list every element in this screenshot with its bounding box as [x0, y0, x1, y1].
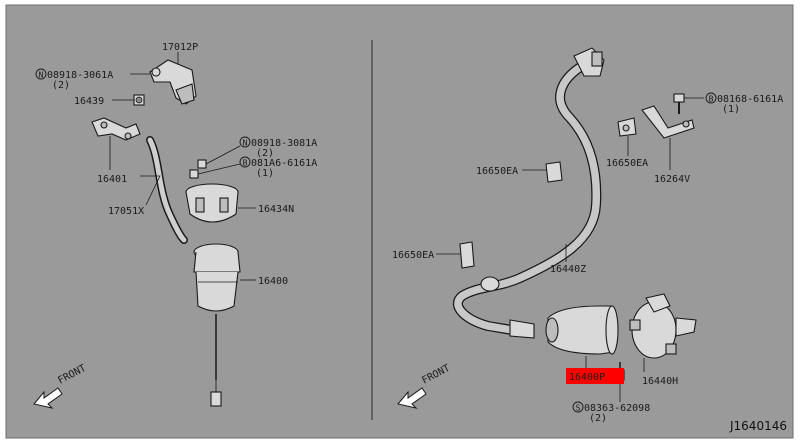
label-08918-3081A-qty: (2) — [256, 148, 274, 159]
label-08918-3061A: 08918-3061A — [47, 70, 113, 81]
label-16650EA-upper: 16650EA — [606, 158, 648, 169]
svg-text:B: B — [709, 95, 714, 104]
label-08168-6161A-qty: (1) — [722, 104, 740, 115]
front-arrow-right-icon — [397, 387, 427, 409]
part-16264V-bracket — [641, 105, 695, 139]
label-08918-3061A-qty: (2) — [52, 80, 70, 91]
label-081A6-6161A-qty: (1) — [256, 168, 274, 179]
bolt-08918-3081A — [197, 145, 241, 169]
label-16439: 16439 — [74, 96, 104, 107]
left-panel: 17012P N 08918-3061A (2) 16439 N 08918-3… — [33, 42, 317, 409]
symbol-b-2: B — [705, 92, 717, 104]
part-16400-fuel-filter — [193, 243, 241, 407]
label-16440H: 16440H — [642, 376, 678, 387]
label-17051X: 17051X — [108, 206, 144, 217]
label-16440Z: 16440Z — [550, 264, 586, 275]
label-16650EA-lower: 16650EA — [392, 250, 434, 261]
svg-text:B: B — [243, 159, 248, 168]
connector-top — [573, 47, 605, 77]
symbol-n-2: N — [239, 136, 251, 148]
svg-text:N: N — [243, 139, 248, 148]
label-16650EA-mid: 16650EA — [476, 166, 518, 177]
diagram-code: J1640146 — [729, 419, 787, 433]
label-17012P: 17012P — [162, 42, 198, 53]
label-16400: 16400 — [258, 276, 288, 287]
label-16434N: 16434N — [258, 204, 294, 215]
bolt-081A6-6161A — [189, 163, 241, 179]
symbol-b-1: B — [239, 156, 251, 168]
highlight-16400P — [566, 368, 624, 384]
label-08918-3081A: 08918-3081A — [251, 138, 317, 149]
label-16401: 16401 — [97, 174, 127, 185]
symbol-s-1: S — [572, 401, 584, 413]
svg-text:N: N — [39, 71, 44, 80]
label-08363-62098-qty: (2) — [589, 413, 607, 424]
label-081A6-6161A: 081A6-6161A — [251, 158, 317, 169]
svg-text:S: S — [576, 404, 581, 413]
clip-16650EA-upper — [617, 117, 637, 137]
part-16400P-fuel-filter — [545, 305, 619, 368]
clip-16650EA-lower — [459, 241, 475, 269]
part-16439-clip — [133, 94, 145, 106]
label-16264V: 16264V — [654, 174, 690, 185]
clip-16650EA-mid — [545, 161, 563, 183]
part-16440H-bracket — [629, 293, 697, 359]
part-17012P-bracket — [149, 59, 197, 105]
diagram-panel — [5, 4, 794, 439]
label-08363-62098: 08363-62098 — [584, 403, 650, 414]
part-16434N-bracket — [185, 183, 239, 223]
label-16400P: 16400P — [569, 372, 605, 383]
part-16401-tube — [91, 117, 141, 141]
label-08168-6161A: 08168-6161A — [717, 94, 783, 105]
part-16440Z-hose — [453, 61, 602, 339]
symbol-n-1: N — [35, 68, 47, 80]
front-arrow-left-icon — [33, 387, 63, 409]
